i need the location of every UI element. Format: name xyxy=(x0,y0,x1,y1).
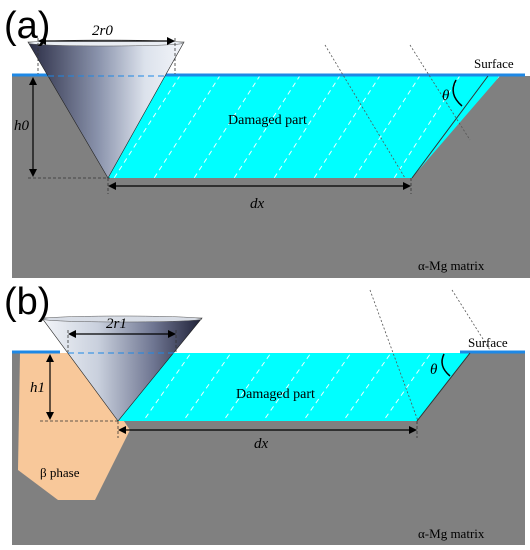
guide-line xyxy=(369,289,419,422)
guide-line xyxy=(409,44,471,141)
arrow-head xyxy=(29,77,37,85)
width-label: 2r0 xyxy=(92,23,113,39)
panel-label: (b) xyxy=(4,281,50,323)
angle-arc xyxy=(452,79,463,107)
panel-a: 2r0 h0 dx (a) Damaged part θ Surface α-M… xyxy=(4,5,530,278)
depth-label: h0 xyxy=(14,118,30,134)
surface-label: Surface xyxy=(474,56,514,71)
matrix-label: α-Mg matrix xyxy=(418,526,485,541)
angle-label: θ xyxy=(442,88,450,104)
arrow-head xyxy=(108,182,116,190)
depth-label: h1 xyxy=(30,380,45,396)
arrow-head xyxy=(168,330,176,338)
arrow-head xyxy=(38,37,46,45)
arrow-head xyxy=(167,37,175,45)
width-label: 2r1 xyxy=(106,316,127,332)
indenter-top xyxy=(41,315,203,323)
length-label: dx xyxy=(254,436,269,452)
arrow-head xyxy=(403,182,411,190)
slope-edge xyxy=(411,75,489,179)
panel-b: 2r1 h1 dx (b) Damaged part θ Surface β p… xyxy=(4,281,525,545)
arrow-head xyxy=(68,330,76,338)
length-label: dx xyxy=(250,196,265,212)
matrix-right-slope xyxy=(412,76,530,278)
panel-label: (a) xyxy=(4,5,50,47)
arrow-head xyxy=(409,426,417,434)
angle-arc xyxy=(441,353,451,377)
arrow-head xyxy=(46,412,54,420)
guide-line xyxy=(324,44,406,179)
arrow-head xyxy=(118,426,126,434)
angle-label: θ xyxy=(430,362,438,378)
surface-label: Surface xyxy=(468,335,508,350)
damaged-region xyxy=(108,76,500,178)
damaged-region xyxy=(118,353,470,421)
damaged-label: Damaged part xyxy=(228,113,307,128)
beta-phase-label: β phase xyxy=(40,465,80,480)
slope-edge xyxy=(416,352,471,422)
arrow-head xyxy=(46,354,54,362)
damaged-label: Damaged part xyxy=(236,387,315,402)
arrow-head xyxy=(29,169,37,177)
matrix-label: α-Mg matrix xyxy=(418,258,485,273)
